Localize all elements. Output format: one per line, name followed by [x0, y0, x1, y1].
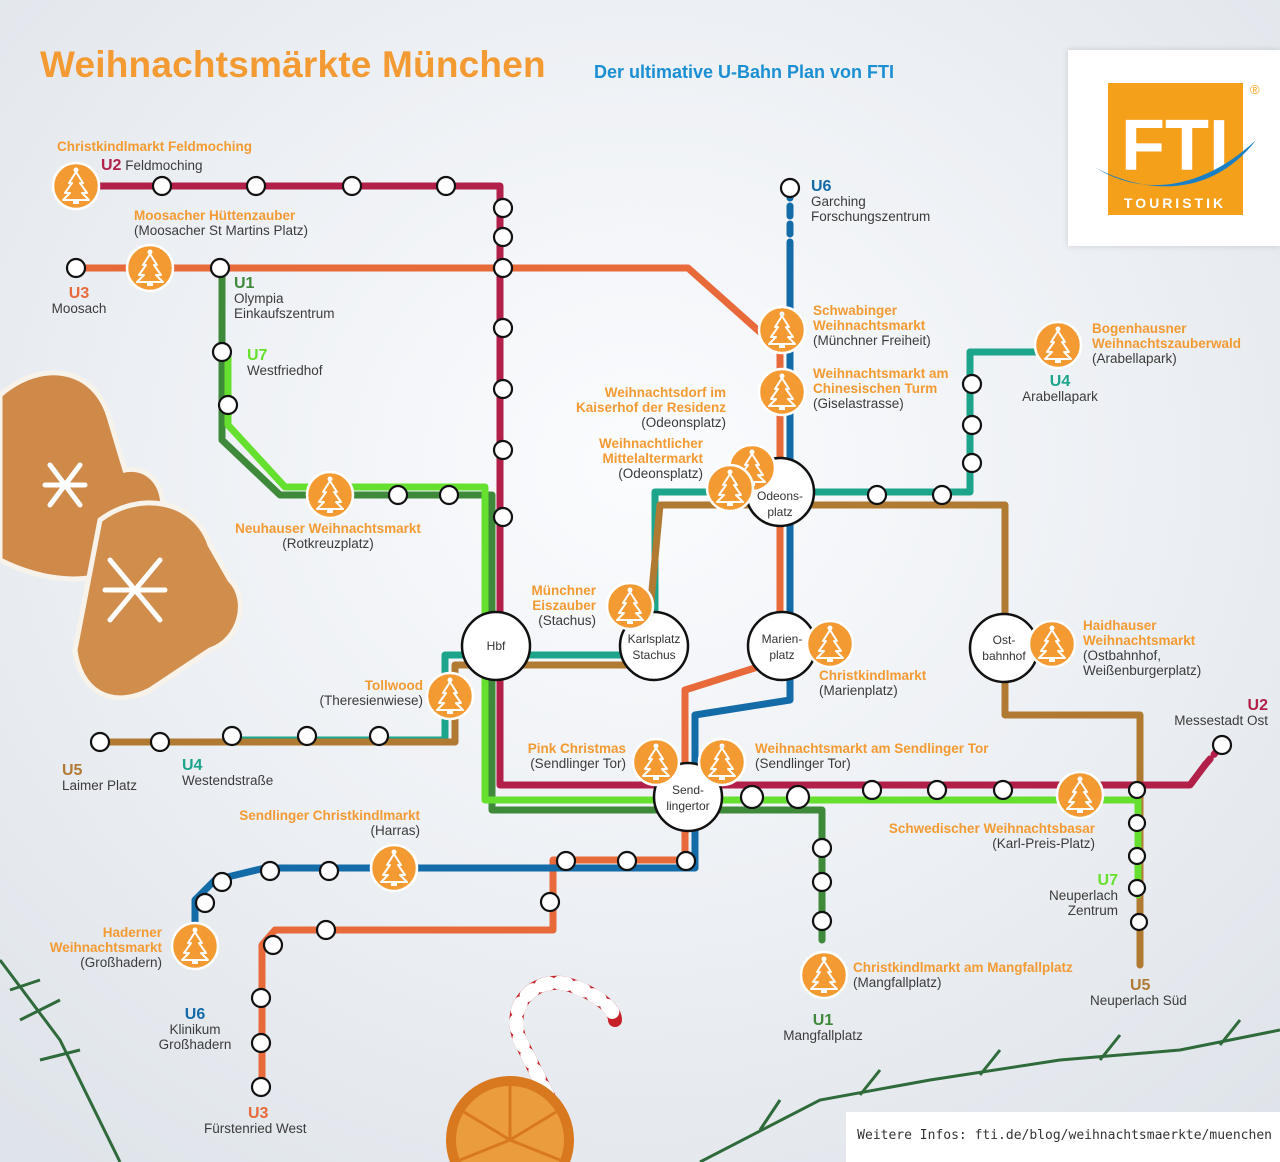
market-label-neuhausen[interactable]: Neuhauser Weihnachtsmarkt(Rotkreuzplatz)	[235, 521, 421, 551]
market-label-feldmoching[interactable]: Christkindlmarkt Feldmoching	[57, 139, 253, 154]
christmas-tree-icon[interactable]	[799, 950, 849, 1000]
christmas-tree-icon[interactable]	[631, 737, 681, 787]
christmas-tree-icon[interactable]	[605, 581, 655, 631]
dried-orange-decoration	[446, 1076, 574, 1162]
terminus-u6-klinikum[interactable]: U6 Klinikum Großhadern	[158, 1006, 232, 1053]
market-label-residenz[interactable]: Weihnachtsdorf im Kaiserhof der Residenz…	[575, 385, 726, 430]
market-label-pink-christmas[interactable]: Pink Christmas(Sendlinger Tor)	[527, 741, 626, 771]
market-label-tollwood[interactable]: Tollwood(Theresienwiese)	[319, 678, 423, 708]
terminus-u6-garching[interactable]: U6 Garching Forschungszentrum	[811, 178, 931, 225]
u1-line	[218, 264, 826, 944]
stations	[65, 175, 1233, 1098]
market-label-harras[interactable]: Sendlinger Christkindlmarkt(Harras)	[239, 808, 420, 838]
christmas-tree-icon[interactable]	[1055, 770, 1105, 820]
terminus-u7-westfriedhof[interactable]: U7 Westfriedhof	[247, 347, 323, 379]
terminus-u5-laimer-platz[interactable]: U5 Laimer Platz	[62, 762, 138, 794]
hub-marienplatz[interactable]: Marien- platz	[746, 610, 818, 682]
market-label-sendlinger-tor[interactable]: Weihnachtsmarkt am Sendlinger Tor(Sendli…	[755, 741, 989, 771]
christmas-tree-icon[interactable]	[51, 161, 101, 211]
svg-text:bahnhof: bahnhof	[982, 649, 1026, 663]
svg-text:TOURISTIK: TOURISTIK	[1124, 195, 1226, 211]
market-label-eiszauber[interactable]: Münchner Eiszauber(Stachus)	[531, 583, 596, 628]
market-label-mittelaltermarkt[interactable]: Weihnachtlicher Mittelaltermarkt(Odeonsp…	[598, 436, 703, 481]
fti-logo[interactable]: FTI TOURISTIK ®	[1068, 50, 1280, 246]
terminus-u2-messestadt[interactable]: U2 Messestadt Ost	[1174, 697, 1268, 729]
market-label-haidhausen[interactable]: Haidhauser Weihnachtsmarkt(Ostbahnhof, W…	[1083, 618, 1202, 678]
terminus-u7-neuperlach-zentrum[interactable]: U7 Neuperlach Zentrum	[1048, 872, 1118, 919]
christmas-tree-icon[interactable]	[170, 921, 220, 971]
market-label-chinesischer-turm[interactable]: Weihnachtsmarkt am Chinesischen Turm(Gis…	[813, 366, 949, 411]
svg-text:®: ®	[1250, 82, 1260, 97]
svg-text:platz: platz	[767, 505, 792, 519]
market-label-moosach[interactable]: Moosacher Hüttenzauber(Moosacher St Mart…	[134, 208, 309, 238]
terminus-u2-feldmoching[interactable]: U2 Feldmoching	[101, 157, 203, 174]
christmas-tree-icon[interactable]	[1033, 320, 1083, 370]
u7-line	[224, 348, 1142, 899]
terminus-u5-neuperlach-sued[interactable]: U5 Neuperlach Süd	[1090, 977, 1187, 1009]
market-label-schwabing[interactable]: Schwabinger Weihnachtsmarkt(Münchner Fre…	[813, 303, 931, 348]
svg-text:Odeons-: Odeons-	[757, 489, 803, 503]
fti-logo-mark: FTI TOURISTIK ®	[1096, 82, 1260, 215]
candy-cane-decoration	[509, 975, 622, 1117]
gingerbread-mittens-decoration	[0, 370, 243, 701]
christmas-tree-icon[interactable]	[697, 737, 747, 787]
christmas-tree-icon[interactable]	[757, 367, 807, 417]
christmas-tree-icon[interactable]	[757, 305, 807, 355]
terminus-u4-westendstrasse[interactable]: U4 Westendstraße	[182, 757, 274, 789]
christmas-tree-icon[interactable]	[425, 671, 475, 721]
svg-text:Marien-: Marien-	[762, 632, 803, 646]
svg-text:platz: platz	[769, 648, 794, 662]
christmas-tree-icon[interactable]	[805, 619, 855, 669]
terminus-u1-mangfallplatz[interactable]: U1 Mangfallplatz	[783, 1012, 863, 1044]
market-label-marienplatz[interactable]: Christkindlmarkt(Marienplatz)	[819, 668, 927, 698]
terminus-u4-arabellapark[interactable]: U4 Arabellapark	[1022, 373, 1098, 405]
hub-ostbahnhof[interactable]: Ost- bahnhof	[968, 612, 1040, 684]
christmas-tree-icon[interactable]	[705, 463, 755, 513]
svg-text:Ost-: Ost-	[993, 633, 1016, 647]
svg-text:Send-: Send-	[672, 783, 704, 797]
terminus-u3-moosach[interactable]: U3 Moosach	[51, 285, 107, 317]
fir-branches-decoration	[0, 959, 1280, 1162]
svg-text:Hbf: Hbf	[487, 639, 506, 653]
terminus-u1-olympia[interactable]: U1 Olympia Einkaufszentrum	[234, 275, 335, 322]
svg-text:lingertor: lingertor	[666, 799, 709, 813]
market-label-hadern[interactable]: Haderner Weihnachtsmarkt(Großhadern)	[49, 925, 162, 970]
market-label-bogenhausen[interactable]: Bogenhausner Weihnachtszauberwald(Arabel…	[1092, 321, 1242, 366]
page-subtitle: Der ultimative U-Bahn Plan von FTI	[594, 62, 895, 82]
christmas-tree-icon[interactable]	[369, 843, 419, 893]
svg-text:Stachus: Stachus	[632, 648, 675, 662]
christmas-tree-icon[interactable]	[305, 470, 355, 520]
christmas-tree-icon[interactable]	[1027, 619, 1077, 669]
market-label-schwedischer-basar[interactable]: Schwedischer Weihnachtsbasar(Karl-Preis-…	[888, 821, 1095, 851]
svg-text:Karlsplatz: Karlsplatz	[628, 632, 681, 646]
hub-hbf[interactable]: Hbf	[460, 610, 532, 682]
market-label-mangfallplatz[interactable]: Christkindlmarkt am Mangfallplatz(Mangfa…	[853, 960, 1073, 990]
page-title: Weihnachtsmärkte München	[40, 44, 546, 85]
market-icons	[51, 161, 1105, 1000]
footer-info[interactable]: Weitere Infos: fti.de/blog/weihnachtsmae…	[846, 1112, 1280, 1162]
christmas-tree-icon[interactable]	[125, 243, 175, 293]
terminus-u3-fuerstenried[interactable]: U3 Fürstenried West	[204, 1105, 307, 1137]
u5-line	[96, 501, 1144, 969]
